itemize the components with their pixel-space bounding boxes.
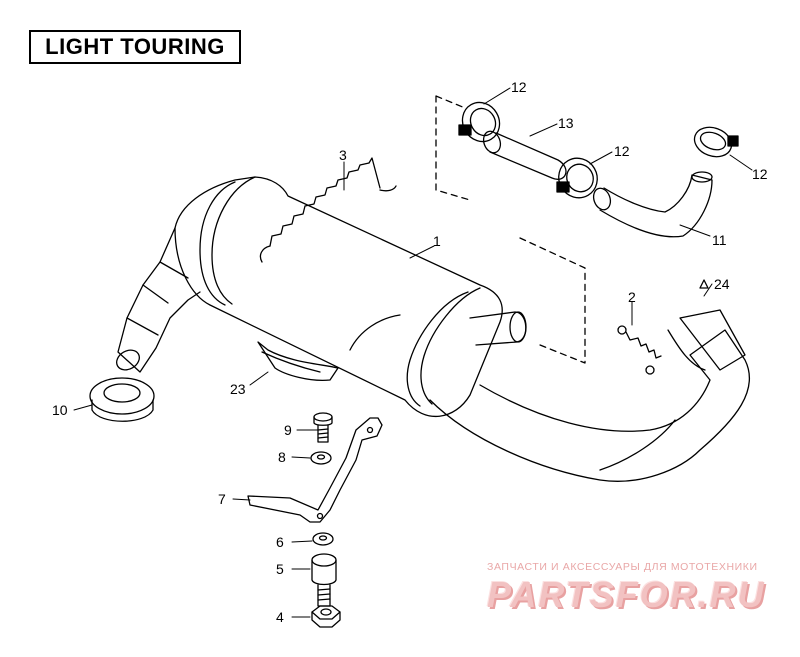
assembly-dashed-outline-lower xyxy=(519,237,586,364)
sleeve-part-13 xyxy=(482,130,567,180)
callout-10: 10 xyxy=(52,402,68,418)
hose-part-11 xyxy=(592,171,713,238)
callout-23: 23 xyxy=(230,381,246,397)
assembly-dashed-outline-upper xyxy=(435,95,471,201)
hose-clamp-part-12-right xyxy=(693,126,739,158)
hose-clamp-part-12-upper xyxy=(458,101,501,143)
washer-part-8 xyxy=(310,451,332,465)
callout-12-middle: 12 xyxy=(614,143,630,159)
callout-3: 3 xyxy=(339,147,347,163)
spring-part-2 xyxy=(617,325,662,375)
callout-11: 11 xyxy=(712,232,727,248)
callout-8: 8 xyxy=(278,449,286,465)
rubber-grommet-part-10 xyxy=(89,377,155,422)
rubber-mount-part-5 xyxy=(311,553,337,607)
callout-5: 5 xyxy=(276,561,284,577)
callout-2: 2 xyxy=(628,289,636,305)
diagram-title: LIGHT TOURING xyxy=(29,30,241,64)
drop-part-24 xyxy=(699,279,709,289)
callout-24: 24 xyxy=(714,276,730,292)
callout-12-upper: 12 xyxy=(511,79,527,95)
outlet-stub xyxy=(469,311,527,346)
callout-12-right: 12 xyxy=(752,166,768,182)
callout-9: 9 xyxy=(284,422,292,438)
callout-4: 4 xyxy=(276,609,284,625)
callout-7: 7 xyxy=(218,491,226,507)
spring-part-3 xyxy=(259,157,397,263)
watermark-logo: PARTSFOR.RU xyxy=(487,574,766,615)
watermark-tagline: ЗАПЧАСТИ И АКСЕССУАРЫ ДЛЯ МОТОТЕХНИКИ xyxy=(487,561,758,573)
callout-6: 6 xyxy=(276,534,284,550)
muffler-body xyxy=(174,176,503,417)
leader-lines xyxy=(73,87,753,618)
inlet-pipe xyxy=(116,227,201,373)
nut-part-4 xyxy=(311,605,341,628)
hose-clamp-part-12-middle xyxy=(556,157,598,199)
exhaust-bend-pipe xyxy=(429,309,751,482)
bolt-part-9 xyxy=(313,412,333,443)
callout-13: 13 xyxy=(558,115,574,131)
heat-shield-part-23 xyxy=(257,341,339,381)
bracket-part-7 xyxy=(247,417,383,523)
washer-part-6 xyxy=(312,532,334,546)
callout-1: 1 xyxy=(433,233,441,249)
